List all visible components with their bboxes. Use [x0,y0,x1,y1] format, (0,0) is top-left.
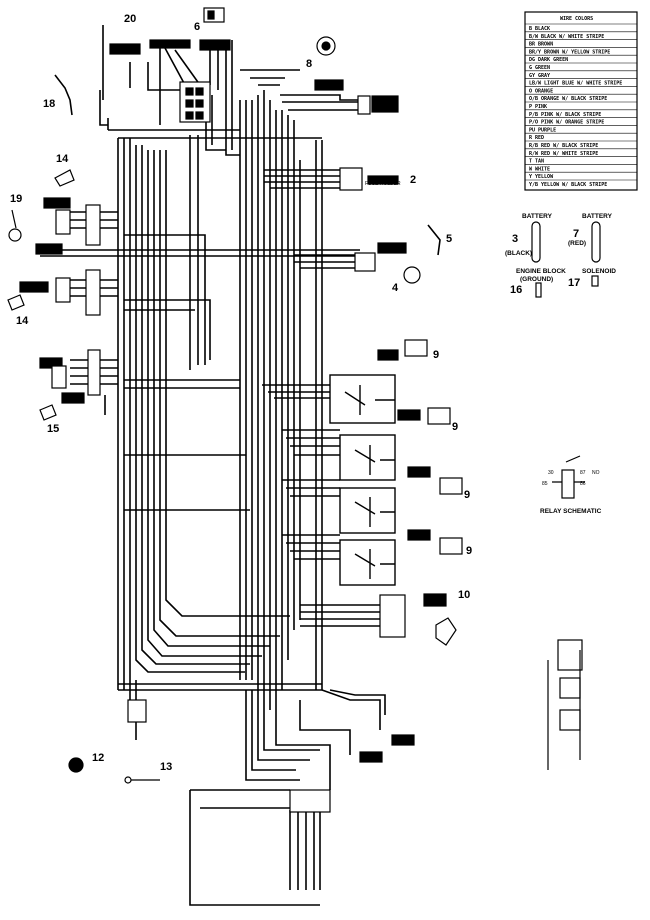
callout-13: 13 [160,761,172,773]
legend-row: W WHITE [529,166,550,172]
relay-pin-30: 30 [548,470,554,476]
callout-14b: 14 [16,315,29,327]
callout-9a: 9 [433,349,439,361]
legend-header: WIRE COLORS [560,16,593,22]
legend-row: Y/B YELLOW W/ BLACK STRIPE [529,182,607,188]
legend-row: R RED [529,135,544,141]
components [7,7,601,813]
battery-label-right: BATTERY [582,213,613,220]
callout-17: 17 [568,277,580,289]
callout-4: 4 [392,282,399,294]
callout-9b: 9 [452,421,458,433]
relay-schematic-title: RELAY SCHEMATIC [540,508,602,515]
fuse-holder-label: FUSE HOLDER [365,181,401,187]
legend-row: PU PURPLE [529,127,556,133]
relay-boxes [329,374,396,586]
callout-16: 16 [510,284,522,296]
relay-pin-86: 86 [580,481,586,487]
legend-row: P/B PINK W/ BLACK STRIPE [529,112,601,118]
callout-9c: 9 [464,489,470,501]
legend-row: R/W RED W/ WHITE STRIPE [529,151,598,157]
callout-20: 20 [124,13,136,25]
callout-18: 18 [43,98,55,110]
legend-row: B/W BLACK W/ WHITE STRIPE [529,34,604,40]
wire-color-legend: WIRE COLORS B BLACK B/W BLACK W/ WHITE ST… [524,11,638,191]
callout-5: 5 [446,233,452,245]
legend-row: DG DARK GREEN [529,57,568,63]
callout-10: 10 [458,589,470,601]
callout-14a: 14 [56,153,69,165]
legend-row: B BLACK [529,26,550,32]
legend-row: T TAN [529,159,544,165]
legend-row: Y YELLOW [529,174,554,180]
legend-row: P PINK [529,104,547,110]
relay-pin-87: 87 [580,470,586,476]
legend-row: LB/W LIGHT BLUE W/ WHITE STRIPE [529,81,622,87]
battery-label-left: BATTERY [522,213,553,220]
battery-black-label: (BLACK) [505,250,532,257]
legend-row: G GREEN [529,65,550,71]
battery-legend: BATTERY BATTERY (BLACK) (RED) ENGINE BLO… [505,213,616,283]
battery-red-label: (RED) [568,240,586,247]
callout-2: 2 [410,174,416,186]
callout-8: 8 [306,58,312,70]
callout-7: 7 [573,228,579,240]
legend-row: O/B ORANGE W/ BLACK STRIPE [529,96,607,102]
legend-row: GY GRAY [529,73,550,79]
callout-9d: 9 [466,545,472,557]
legend-row: O ORANGE [529,88,553,94]
ground-label: (GROUND) [520,276,553,283]
relay-pin-no: NO [592,470,600,476]
relay-schematic: 30 87 NO 85 86 RELAY SCHEMATIC [540,470,602,515]
callout-12: 12 [92,752,104,764]
engine-block-label: ENGINE BLOCK [516,268,566,275]
relay-pin-85: 85 [542,481,548,487]
main-harness [40,25,386,906]
callout-6: 6 [194,21,200,33]
solenoid-label: SOLENOID [582,268,616,275]
callout-15: 15 [47,423,59,435]
callout-19: 19 [10,193,22,205]
callout-3: 3 [512,233,518,245]
legend-row: BR BROWN [529,42,553,48]
legend-row: P/O PINK W/ ORANGE STRIPE [529,120,604,126]
callouts: 20 6 8 18 14 19 2 5 4 14 15 9 9 9 9 10 1… [10,13,580,773]
legend-row: R/B RED W/ BLACK STRIPE [529,143,598,149]
legend-row: BR/Y BROWN W/ YELLOW STRIPE [529,49,610,55]
